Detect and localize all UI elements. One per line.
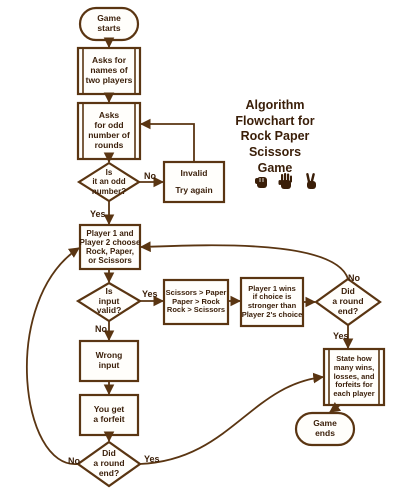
edge-label-right-no: No	[348, 273, 360, 283]
p1-wins-label: Player 1 wins if choice is stronger than…	[241, 283, 303, 319]
edge-label-odd-yes: Yes	[90, 209, 106, 219]
edge-label-valid-yes: Yes	[142, 289, 158, 299]
ask-names-label: Asks for names of two players	[85, 55, 133, 85]
scissors-hand-icon	[303, 172, 319, 190]
odd-number-label: Is it an odd number?	[91, 168, 127, 196]
ask-names-box	[76, 46, 142, 96]
input-valid-label: Is input valid?	[96, 285, 122, 316]
round-end-bottom-decision	[76, 440, 142, 488]
forfeit-box	[78, 393, 140, 437]
edge-label-bottom-yes: Yes	[144, 454, 160, 464]
start-label: Game starts	[97, 13, 121, 33]
end-label: Game ends	[313, 418, 337, 438]
wrong-input-label: Wrong input	[95, 350, 123, 370]
end-terminal	[294, 411, 356, 447]
edge-right-no	[139, 241, 349, 280]
round-end-bottom-label: Did a round end?	[93, 448, 125, 478]
rules-label: Scissors > Paper Paper > Rock Rock > Sci…	[165, 288, 227, 315]
edge-label-right-yes: Yes	[333, 331, 349, 341]
ask-rounds-label: Asks for odd number of rounds	[88, 110, 130, 150]
edge-invalid-retry	[139, 118, 195, 162]
edge-state-end	[329, 402, 342, 413]
invalid-label: Invalid Try again	[175, 168, 213, 196]
edge-bottom-yes	[139, 372, 325, 465]
rock-hand-icon	[254, 172, 270, 190]
chart-title: Algorithm Flowchart for Rock Paper Sciss…	[235, 98, 315, 175]
choose-label: Player 1 and Player 2 choose Rock, Paper…	[79, 228, 141, 266]
edge-label-valid-no: No	[95, 324, 107, 334]
edge-label-odd-no: No	[144, 171, 156, 181]
edge-label-bottom-no: No	[68, 456, 80, 466]
state-wins-box	[322, 347, 386, 407]
round-end-right-label: Did a round end?	[332, 286, 364, 316]
forfeit-label: You get a forfeit	[93, 404, 125, 424]
paper-hand-icon	[278, 172, 294, 190]
rules-box	[162, 278, 230, 326]
state-wins-label: State how many wins, losses, and forfeit…	[333, 354, 375, 398]
edge-bottom-no	[25, 247, 80, 465]
